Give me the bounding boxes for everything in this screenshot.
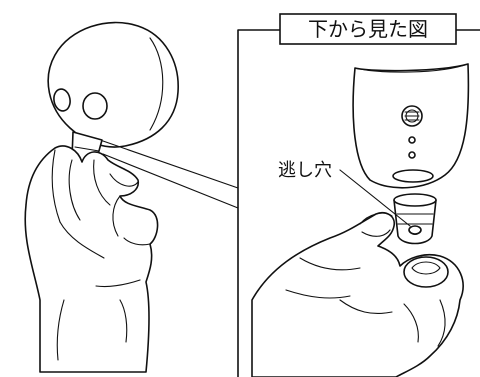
camera-lens-left: [53, 88, 71, 112]
zoom-line-lower: [102, 153, 239, 209]
hand-right: [251, 211, 464, 377]
hand: [24, 145, 159, 373]
camera-lens-right: [82, 92, 108, 120]
right-hand: [251, 211, 464, 377]
detail-title: 下から見た図: [308, 17, 428, 41]
small-hole-upper: [408, 136, 416, 144]
camera-bottom-view: [352, 63, 470, 189]
bottom-cap: [392, 169, 434, 183]
mount-piece: [393, 193, 437, 245]
left-hand-with-camera: [24, 21, 179, 373]
camera-head: [47, 21, 179, 148]
escape-hole-label: 逃し穴: [278, 160, 332, 181]
escape-hole-leader: [339, 169, 411, 227]
detail-title-box: [279, 13, 457, 45]
zoom-line-upper: [102, 140, 239, 189]
small-hole-lower: [408, 151, 416, 159]
detail-frame: 下から見た図: [237, 13, 480, 377]
mount-body: [393, 199, 437, 245]
